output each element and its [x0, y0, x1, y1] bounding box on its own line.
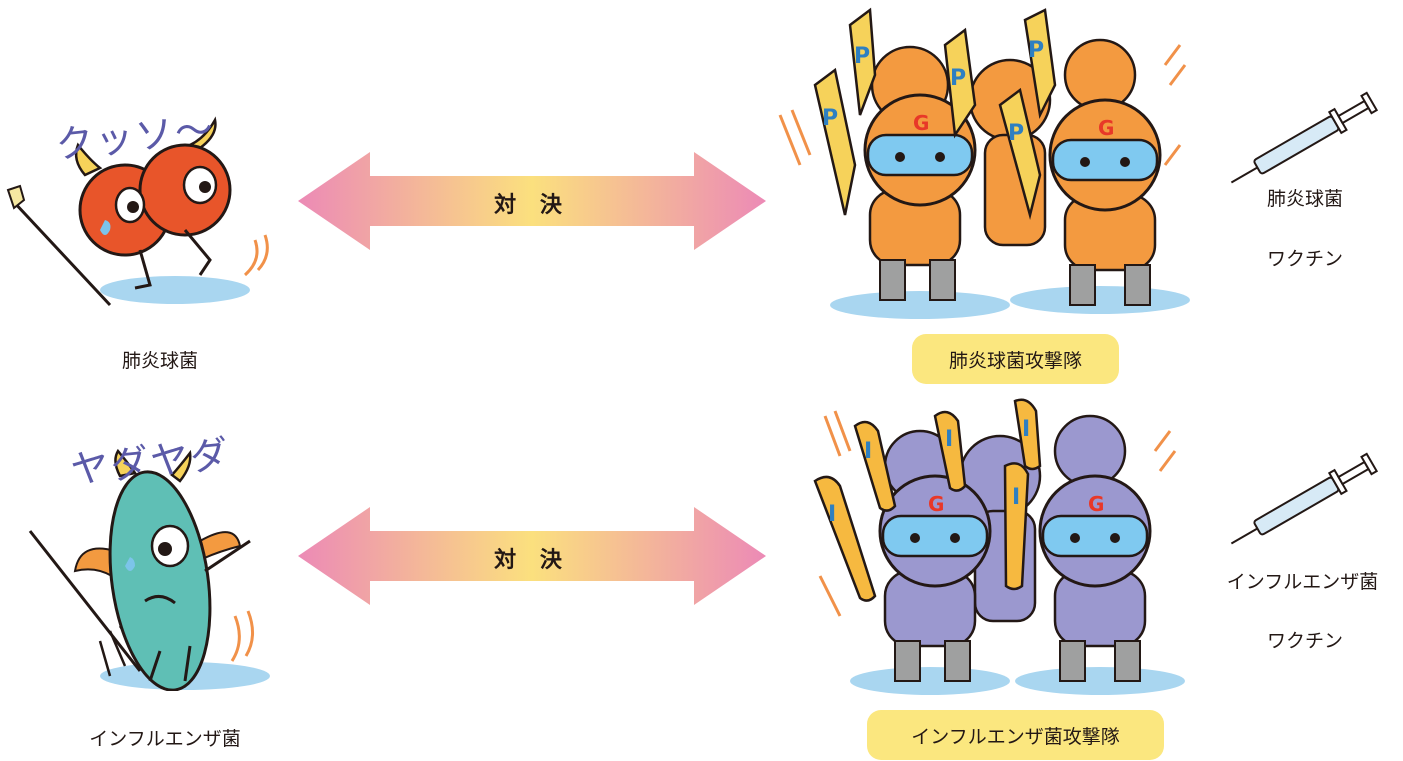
vaccine-suffix: ワクチン [1266, 248, 1343, 270]
svg-text:I: I [1012, 485, 1020, 510]
pneumococcus-attack-team-illustration: G G P P P P P [778, 7, 1190, 319]
vaccine-suffix: ワクチン [1266, 630, 1343, 652]
versus-label: 対 決 [494, 193, 570, 218]
shield-swords: P P P P P [813, 7, 1057, 220]
trident-shaft [28, 530, 142, 672]
motion-lines [230, 615, 241, 662]
svg-text:I: I [828, 502, 836, 527]
influenza-villain-illustration [28, 448, 270, 691]
versus-double-arrow [298, 152, 766, 250]
svg-text:I: I [1022, 417, 1030, 442]
attack-team-label: 肺炎球菌攻撃隊 [912, 334, 1119, 384]
spear-tip [6, 184, 26, 210]
ground-shadow [850, 667, 1010, 695]
versus-label: 対 決 [494, 548, 570, 573]
body [108, 470, 212, 691]
arrow-shape [298, 507, 766, 605]
villain-caption: 肺炎球菌 [121, 350, 198, 372]
svg-text:G: G [1098, 116, 1114, 140]
front-soldier-right: G [1038, 474, 1152, 682]
pneumococcus-row: クッソ〜 肺炎球菌 対 決 [0, 0, 1403, 384]
svg-text:G: G [1088, 492, 1104, 516]
ground-shadow [830, 291, 1010, 319]
vaccine-name: インフルエンザ菌 [1226, 571, 1379, 593]
helmet-letter: G [913, 111, 929, 135]
helmet-letter: G [928, 492, 944, 516]
horn-left [114, 448, 138, 478]
svg-text:P: P [1008, 121, 1024, 146]
svg-text:I: I [945, 427, 953, 452]
syringe-icon [1230, 91, 1379, 184]
sweat-drop-icon [125, 557, 135, 571]
motion-lines [778, 44, 1187, 166]
vaccine-name: 肺炎球菌 [1266, 188, 1343, 210]
attack-team-label: インフルエンザ菌攻撃隊 [867, 710, 1164, 760]
motion-lines [243, 239, 259, 277]
svg-text:P: P [1028, 38, 1044, 63]
wing-right [198, 531, 242, 561]
svg-text:P: P [950, 66, 966, 91]
svg-text:P: P [822, 106, 838, 131]
syringe-icon [1230, 452, 1379, 545]
versus-double-arrow [298, 507, 766, 605]
sweat-drop-icon [100, 220, 111, 235]
influenza-attack-team-illustration: G G I I I I I [813, 398, 1185, 695]
bat-letter: I [864, 439, 872, 464]
motion-lines [818, 410, 1177, 617]
mouth [144, 595, 176, 605]
sword-letter: P [854, 44, 870, 69]
front-soldier-right: G [1048, 98, 1162, 306]
pneumococcus-villain-illustration [6, 116, 269, 307]
spear-shaft [10, 198, 112, 307]
bats: I I I I I [813, 398, 1042, 602]
influenza-row: ヤダヤダ インフルエンザ菌 対 決 [0, 381, 1403, 761]
ground-shadow [100, 276, 250, 304]
horn-left [74, 142, 103, 177]
villain-caption: インフルエンザ菌 [89, 728, 241, 750]
wing-left [73, 547, 117, 578]
front-soldier-left: G [863, 93, 977, 301]
horn-right [170, 449, 192, 483]
front-soldier-left: G [878, 474, 992, 682]
arrow-shape [298, 152, 766, 250]
